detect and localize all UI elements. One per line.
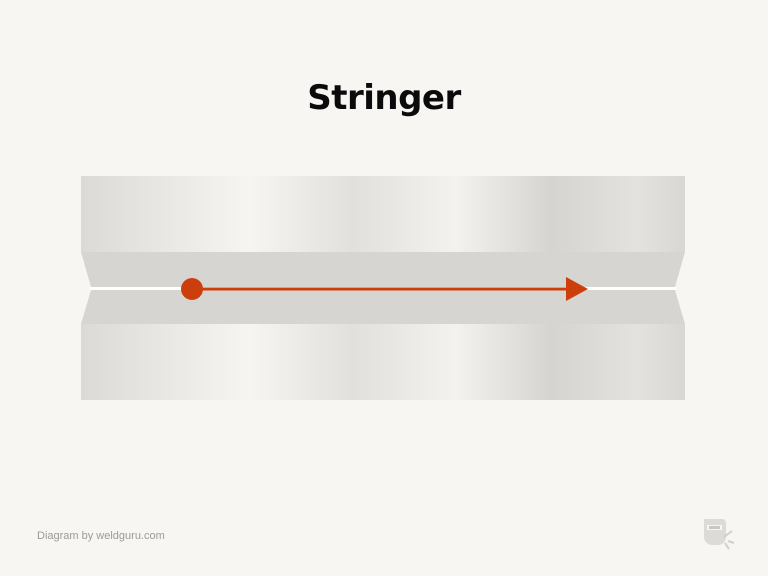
arrowhead-icon — [566, 277, 588, 301]
top-plate — [81, 176, 685, 252]
top-plate-bevel — [81, 252, 685, 287]
page-title: Stringer — [307, 78, 461, 118]
diagram-credit: Diagram by weldguru.com — [37, 530, 165, 542]
welder-helmet-logo-icon — [704, 519, 735, 550]
start-dot-icon — [181, 278, 203, 300]
bottom-plate — [81, 324, 685, 400]
bottom-plate-bevel — [81, 290, 685, 324]
